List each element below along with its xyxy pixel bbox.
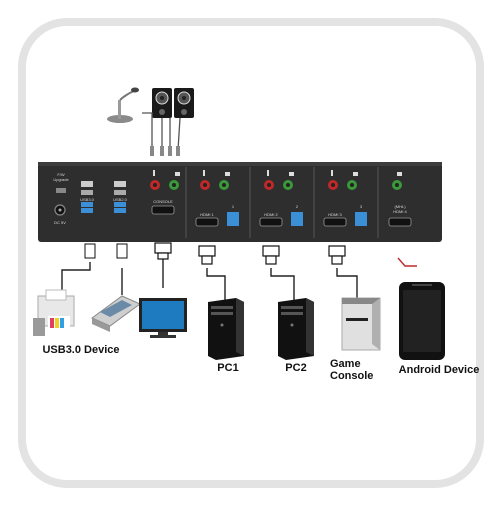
hdmi3-label: HDMI 3 [328,212,342,217]
microphone-icon [107,87,139,123]
dc-power-jack [54,204,66,216]
hdmi2-label: HDMI 2 [264,212,278,217]
jack-glyphs [153,170,402,176]
pc-port-section-4 [388,180,412,227]
audio-cables [142,112,181,151]
android-phone-icon [399,282,445,360]
usb-device-label: USB3.0 Device [42,344,120,356]
console-port-label: CONSOLE [153,199,173,204]
usb2-port-label: USB2.0 [113,197,127,202]
fw-upgrade-label: F/W Upgrade [53,172,69,182]
audio-plugs [150,146,180,156]
printer-icon [33,289,75,336]
usb3-port-group [81,181,93,213]
pc1-tower-icon [208,298,244,360]
scanner-icon [91,295,141,332]
fw-upgrade-switch [56,188,66,193]
pc1-label: PC1 [217,362,239,374]
hdmi-cables [61,255,358,300]
usb-port-number-3: 3 [359,204,363,209]
pc-port-section-2 [259,180,303,227]
usb3-port-label: USB3.0 [80,197,94,202]
speakers-icon [152,88,194,118]
pc2-tower-icon [278,298,314,360]
android-device-label: Android Device [398,364,480,376]
panel-dividers [185,167,379,238]
kvm-back-panel [38,162,442,242]
pc-port-section-3 [323,180,367,227]
usb-port-number-1: 1 [231,204,235,209]
dc-power-label: DC 5V [54,220,66,225]
usb-port-number-2: 2 [295,204,299,209]
pc-port-section-1 [195,180,239,227]
hdmi4-mhl-label: (MHL) HDMI 4 [393,204,407,214]
outer-frame [18,18,484,488]
console-audio-jacks [150,180,179,215]
monitor-icon [139,298,187,338]
console-hdmi-port [151,205,175,215]
hdmi-plugs [154,242,346,265]
game-console-icon [341,297,381,351]
usb2-port-group [114,181,126,213]
mhl-cable [397,257,417,267]
game-console-label: Game Console [330,358,374,382]
usb-plugs [84,243,128,259]
pc2-label: PC2 [285,362,307,374]
hdmi1-label: HDMI 1 [200,212,214,217]
